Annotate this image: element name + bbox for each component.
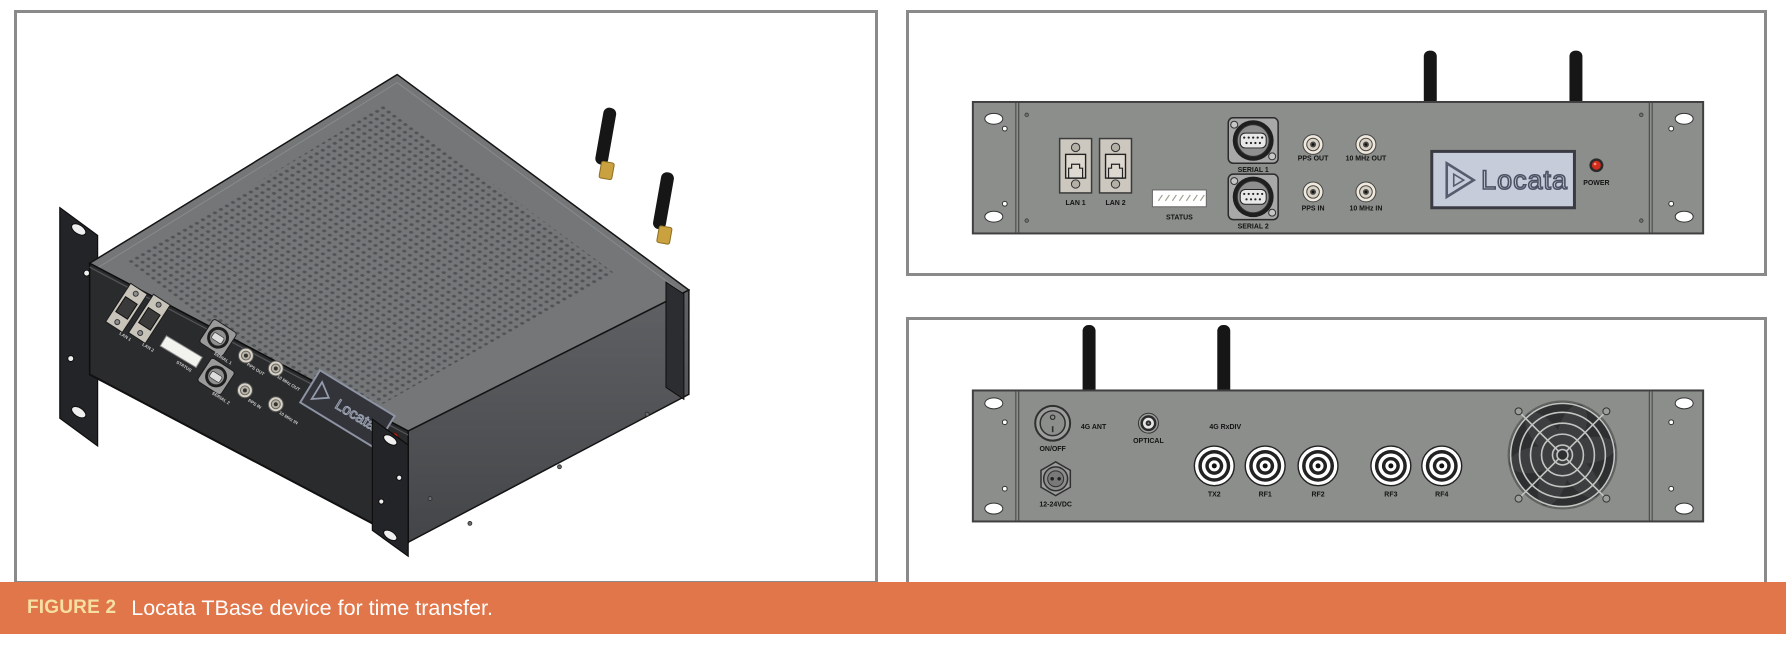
- label-status: STATUS: [1166, 215, 1193, 222]
- serial1-connector: [1227, 117, 1279, 165]
- label-power: POWER: [1583, 180, 1609, 187]
- label-lan1: LAN 1: [1066, 200, 1086, 207]
- label-pps-in: PPS IN: [1302, 206, 1325, 213]
- iso-lan1-port: [104, 282, 148, 334]
- optical-connector: [1137, 412, 1159, 434]
- rear-antenna-4g: [1082, 324, 1096, 409]
- rf4-connector: [1421, 445, 1463, 487]
- iso-10mhz-out-connector: [267, 360, 284, 377]
- label-rf2: RF2: [1311, 492, 1324, 499]
- label-optical: OPTICAL: [1133, 438, 1164, 445]
- figure-caption-bar: FIGURE 2 Locata TBase device for time tr…: [0, 582, 1786, 634]
- label-tx2: TX2: [1208, 492, 1221, 499]
- front-panel-drawing: LAN 1 LAN 2 STATUS: [971, 50, 1705, 235]
- figure-caption-text: Locata TBase device for time transfer.: [131, 595, 493, 620]
- iso-rear-rack-ear: [665, 281, 685, 401]
- figure-number: FIGURE 2: [27, 597, 117, 618]
- label-lan2: LAN 2: [1105, 200, 1125, 207]
- label-on-off: ON/OFF: [1039, 446, 1065, 453]
- iso-right-rack-ear: [371, 417, 409, 558]
- pps-out-connector: [1302, 134, 1324, 155]
- iso-label-lan2: LAN 2: [141, 342, 155, 353]
- 10mhz-out-connector: [1355, 134, 1377, 155]
- rf2-connector: [1297, 445, 1339, 487]
- label-rf4: RF4: [1435, 492, 1448, 499]
- iso-label-lan1: LAN 1: [118, 331, 132, 342]
- isometric-view-panel: Locata LAN 1 LAN 2 STATUS SERIAL 1 SERIA…: [14, 10, 878, 584]
- fan-grille: [1507, 400, 1618, 510]
- iso-antenna-2: [653, 172, 674, 245]
- rear-rack-ear-holes: [984, 397, 1694, 515]
- label-10mhz-out: 10 MHz OUT: [1346, 155, 1387, 162]
- front-view-panel: LAN 1 LAN 2 STATUS: [906, 10, 1767, 276]
- rf1-connector: [1244, 445, 1286, 487]
- label-4g-ant: 4G ANT: [1081, 424, 1107, 431]
- label-pps-out: PPS OUT: [1298, 155, 1329, 162]
- iso-label-pps-in: PPS IN: [247, 398, 262, 410]
- status-indicator: [1151, 189, 1207, 208]
- iso-serial1-connector: [199, 319, 237, 357]
- isometric-device-drawing: Locata LAN 1 LAN 2 STATUS SERIAL 1 SERIA…: [59, 73, 691, 558]
- on-off-switch: [1034, 404, 1072, 442]
- iso-pps-out-connector: [237, 347, 254, 364]
- label-serial2: SERIAL 2: [1238, 224, 1269, 231]
- iso-antenna-1: [595, 107, 617, 181]
- locata-arrow-icon: [1445, 160, 1477, 200]
- iso-lan2-port: [127, 293, 171, 345]
- rear-antenna-rxdiv: [1217, 324, 1231, 409]
- front-chassis: [971, 100, 1705, 235]
- vent-perforation: [128, 104, 615, 426]
- locata-arrow-icon: [310, 380, 331, 401]
- lan2-port: [1098, 137, 1133, 194]
- tx2-connector: [1193, 445, 1235, 487]
- label-10mhz-in: 10 MHz IN: [1349, 206, 1382, 213]
- iso-serial2-connector: [197, 357, 235, 396]
- iso-10mhz-in-connector: [267, 396, 284, 413]
- front-rack-ear-holes: [984, 112, 1694, 223]
- label-rf1: RF1: [1259, 492, 1272, 499]
- iso-left-rack-ear: [59, 206, 99, 448]
- label-dc: 12-24VDC: [1039, 502, 1072, 509]
- pps-in-connector: [1302, 181, 1324, 203]
- iso-pps-in-connector: [236, 382, 253, 399]
- 10mhz-in-connector: [1355, 181, 1377, 203]
- serial2-connector: [1227, 173, 1279, 221]
- label-serial1: SERIAL 1: [1238, 167, 1269, 174]
- front-logo-text: Locata: [1481, 165, 1568, 195]
- front-antenna-1: [1423, 50, 1437, 106]
- label-rf3: RF3: [1384, 492, 1397, 499]
- rear-panel-drawing: ON/OFF 4G ANT OPTICAL 4G RxDIV 12-24VDC: [971, 324, 1705, 523]
- front-antenna-2: [1569, 50, 1583, 106]
- rear-view-panel: ON/OFF 4G ANT OPTICAL 4G RxDIV 12-24VDC: [906, 317, 1767, 585]
- label-4g-rxdiv: 4G RxDIV: [1209, 424, 1241, 431]
- iso-status-indicator: [159, 335, 203, 369]
- lan1-port: [1058, 137, 1093, 194]
- power-led: [1589, 158, 1604, 173]
- rf3-connector: [1370, 445, 1412, 487]
- dc-power-connector: [1040, 461, 1072, 497]
- locata-logo-plate: Locata: [1430, 149, 1576, 210]
